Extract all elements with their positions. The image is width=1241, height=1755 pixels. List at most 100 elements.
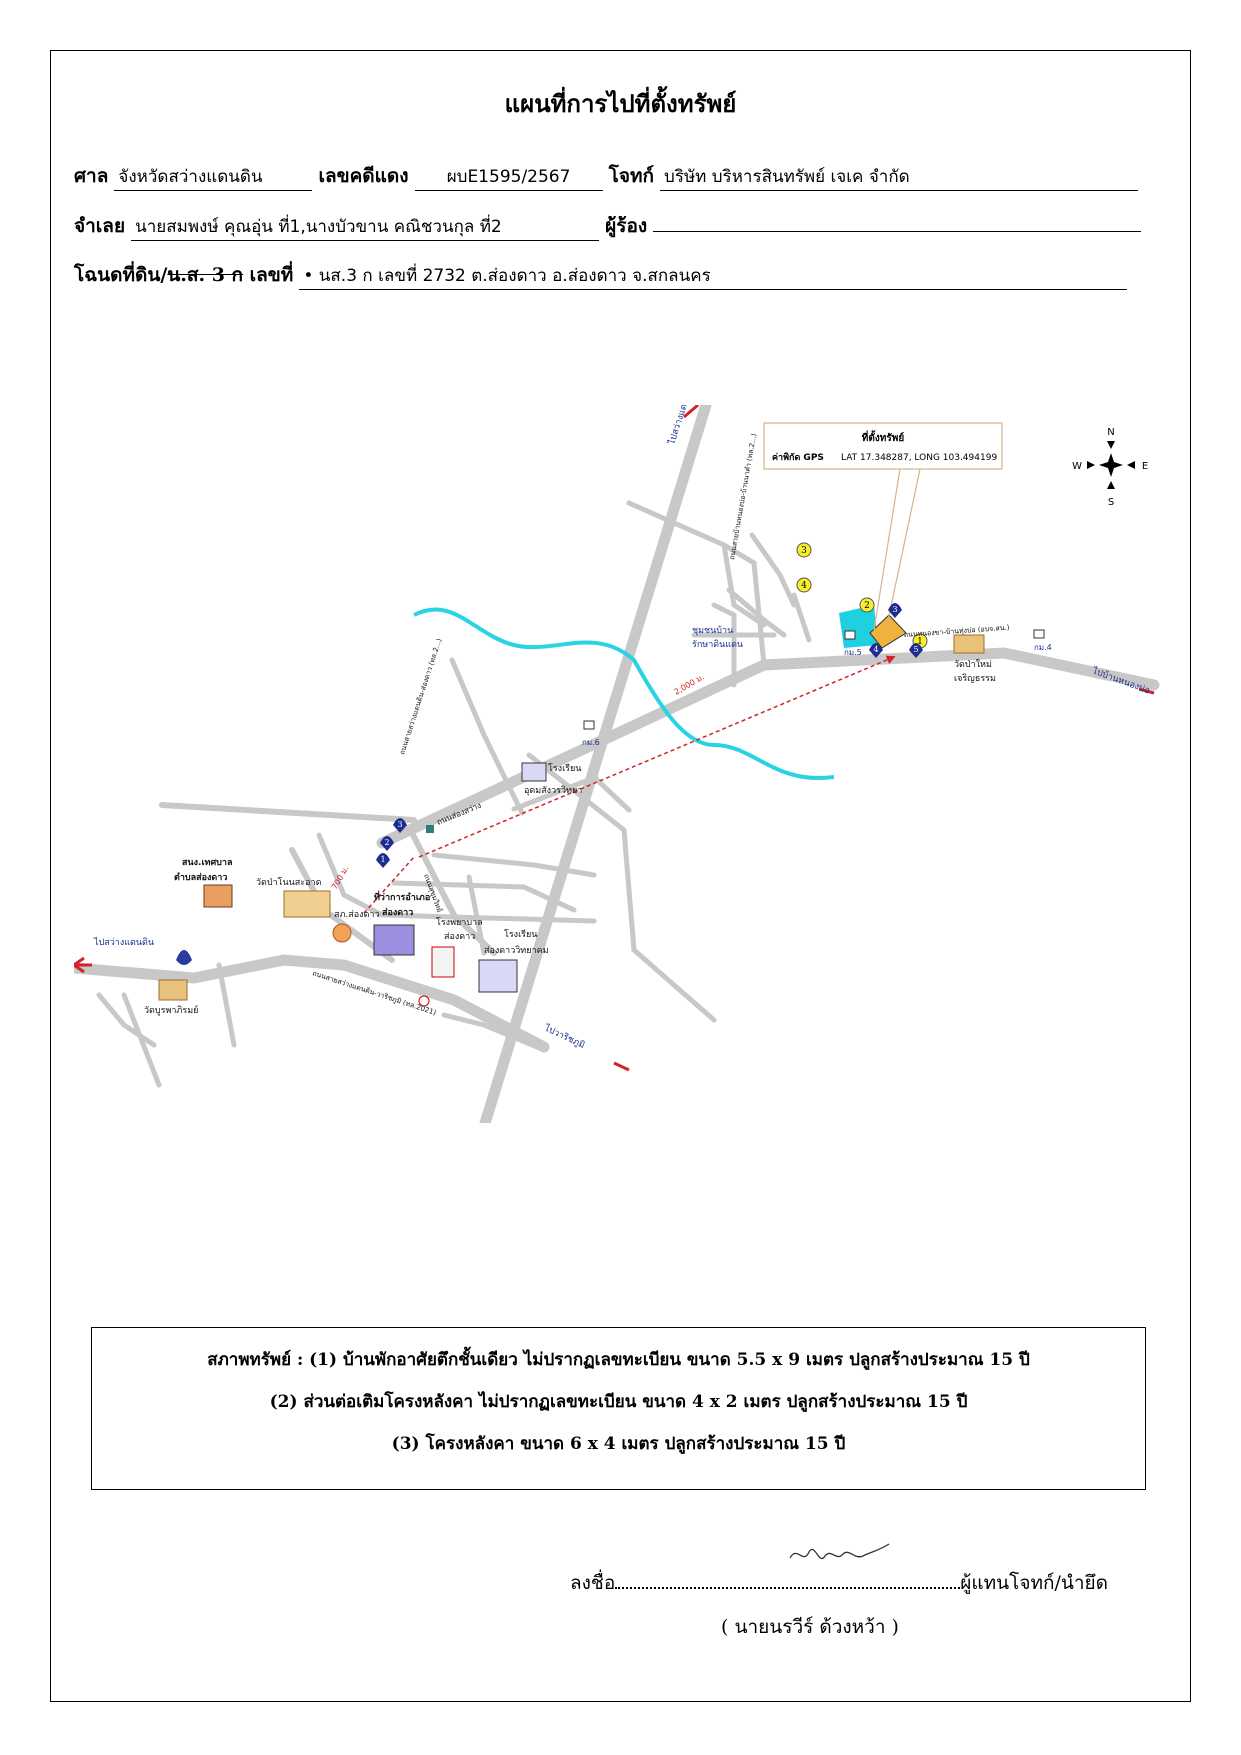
km4-post-icon [1033, 629, 1045, 639]
label-km6: กม.6 [582, 738, 600, 747]
page-title: แผนที่การไปที่ตั้งทรัพย์ [504, 89, 737, 118]
compass-n: N [1107, 427, 1114, 438]
plaintiff-label: โจทก์ [608, 165, 654, 187]
defendant-value: นายสมพงษ์ คุณอุ่น ที่1,นางบัวขาน คณิชวนก… [131, 213, 600, 241]
marker-yellow-3: 3 [801, 546, 807, 556]
compass-rose: N S W E [1072, 427, 1148, 508]
deed-line: โฉนดที่ดิน/น.ส. 3 ก เลขที่ • นส.3 ก เลขท… [74, 260, 1128, 290]
marker-yellow-2: 2 [864, 601, 870, 611]
compass-s: S [1108, 497, 1114, 508]
temple-icon [953, 634, 985, 654]
km-post-icon [418, 995, 430, 1007]
label-district: ที่ว่าการอำเภอ [374, 890, 430, 903]
label-school2: โรงเรียน [504, 929, 537, 940]
label-community2: รักษาดินแดน [692, 639, 743, 650]
exit-arrow-southeast [613, 1061, 630, 1072]
deed-value: • นส.3 ก เลขที่ 2732 ต.ส่องดาว อ.ส่องดาว… [299, 262, 1128, 290]
marker-blue-4: 4 [873, 645, 878, 654]
label-community: ชุมชนบ้าน [692, 625, 733, 636]
compass-w: W [1072, 461, 1082, 472]
km6-post-icon [583, 720, 595, 730]
wat-burapha-icon [158, 979, 188, 1001]
handwritten-signature [789, 1543, 890, 1559]
label-hospital2: ส่องดาว [444, 932, 475, 942]
sign-label: ลงชื่อ [570, 1572, 616, 1594]
river [413, 607, 835, 781]
page-border [50, 50, 1191, 1702]
signature-line [615, 1587, 961, 1589]
landmark-icons [158, 629, 1045, 1007]
court-value: จังหวัดสว่างแดนดิน [114, 163, 313, 191]
condition-line-2: (2) ส่วนต่อเติมโครงหลังคา ไม่ปรากฏเลขทะเ… [269, 1392, 968, 1412]
police-icon [332, 923, 352, 943]
label-school1: โรงเรียน [548, 763, 581, 774]
marker-blue-3b: 3 [892, 605, 897, 614]
signer-name: ( นายนรวีร์ ด้วงหว้า ) [721, 1616, 899, 1638]
exit-arrow-east [1138, 687, 1155, 695]
label-km5: กม.5 [844, 648, 862, 657]
label-wat-pa-nonsa: วัดป่าโนนสะอาด [256, 877, 322, 888]
label-police: สภ.ส่องดาว [334, 910, 380, 920]
route-arrow-south [363, 856, 415, 914]
label-wat-pa-mai: วัดป่าใหม่ [954, 659, 992, 670]
district-office-icon [373, 924, 415, 956]
exit-arrow-northeast [683, 405, 699, 419]
marker-yellow-4: 4 [801, 581, 807, 591]
blue-markers: 1 2 3 4 5 3 [376, 603, 923, 868]
label-district2: ส่องดาว [382, 907, 413, 918]
label-hospital: โรงพยาบาล [436, 917, 483, 928]
deed-label: โฉนดที่ดิน/ [74, 264, 168, 286]
red-case-value: ผบE1595/2567 [414, 163, 603, 191]
municipal-icon [203, 884, 233, 908]
signature-row: ลงชื่อ ผู้แทนโจทก์/นำยึด [570, 1568, 1108, 1598]
condition-line-3: (3) โครงหลังคา ขนาด 6 x 4 เมตร ปลูกสร้าง… [391, 1434, 846, 1454]
exit-arrow-west [74, 956, 92, 974]
label-wat-burapha: วัดบูรพาภิรมย์ [144, 1004, 198, 1016]
label-municipal2: ตำบลส่องดาว [174, 872, 227, 883]
property-callout: ที่ตั้งทรัพย์ ค่าพิกัด GPS LAT 17.348287… [763, 422, 1003, 631]
condition-line-1: สภาพทรัพย์ : (1) บ้านพักอาศัยตึกชั้นเดีย… [207, 1350, 1030, 1370]
compass-e: E [1142, 461, 1148, 472]
callout-gps-label: ค่าพิกัด GPS [772, 452, 824, 463]
road-bottom [74, 954, 550, 1053]
road-main-east [376, 647, 1160, 849]
court-line: ศาล จังหวัดสว่างแดนดิน เลขคดีแดง ผบE1595… [74, 161, 1139, 191]
defendant-line: จำเลย นายสมพงษ์ คุณอุ่น ที่1,นางบัวขาน ค… [74, 211, 1142, 241]
label-school1b: อุดมสังวรวิทยา [524, 785, 582, 796]
court-label: ศาล [74, 165, 109, 187]
deed-label-number: เลขที่ [243, 264, 294, 286]
road-diagonal [479, 405, 712, 1123]
callout-gps-value: LAT 17.348287, LONG 103.494199 [841, 453, 997, 463]
label-road-diag: ถนนสายสว่างแดนดิน-ส่องดาว (ทล.2...) [398, 637, 443, 755]
hospital-icon [431, 946, 455, 978]
petitioner-label: ผู้ร้อง [605, 215, 648, 237]
deed-label-struck: น.ส. 3 ก [167, 264, 244, 286]
plaintiff-value: บริษัท บริหารสินทรัพย์ เจเค จำกัด [660, 163, 1139, 191]
label-municipal: สนง.เทศบาล [182, 858, 232, 868]
signer-role: ผู้แทนโจทก์/นำยึด [960, 1572, 1109, 1594]
callout-title: ที่ตั้งทรัพย์ [862, 430, 905, 444]
marker-blue-3: 3 [397, 820, 402, 829]
red-case-label: เลขคดีแดง [318, 165, 409, 187]
marker-blue-1: 1 [380, 855, 385, 864]
defendant-label: จำเลย [74, 215, 126, 237]
route-arrow-east [418, 655, 896, 858]
teal-marker-icon [426, 825, 434, 833]
flame-logo-icon [176, 950, 192, 965]
property-condition-box: สภาพทรัพย์ : (1) บ้านพักอาศัยตึกชั้นเดีย… [91, 1327, 1146, 1490]
marker-yellow-1: 1 [917, 637, 923, 647]
km5-post-icon [844, 630, 856, 640]
road-network [74, 405, 1160, 1123]
school2-flag-icon [478, 959, 518, 993]
pond [839, 605, 878, 648]
label-wat-pa-mai2: เจริญธรรม [954, 673, 996, 684]
wat-pa-nonsa-icon [283, 890, 331, 918]
location-map: ที่ตั้งทรัพย์ ค่าพิกัด GPS LAT 17.348287… [74, 405, 1160, 1123]
marker-blue-5: 5 [913, 645, 918, 654]
label-school2b: ส่องดาววิทยาคม [484, 945, 549, 956]
petitioner-value [653, 231, 1142, 232]
label-to-sawang-left: ไปสว่างแดนดิน [93, 937, 154, 948]
label-km4: กม.4 [1034, 643, 1052, 652]
property-parcel [869, 614, 907, 649]
marker-blue-2: 2 [384, 838, 389, 847]
